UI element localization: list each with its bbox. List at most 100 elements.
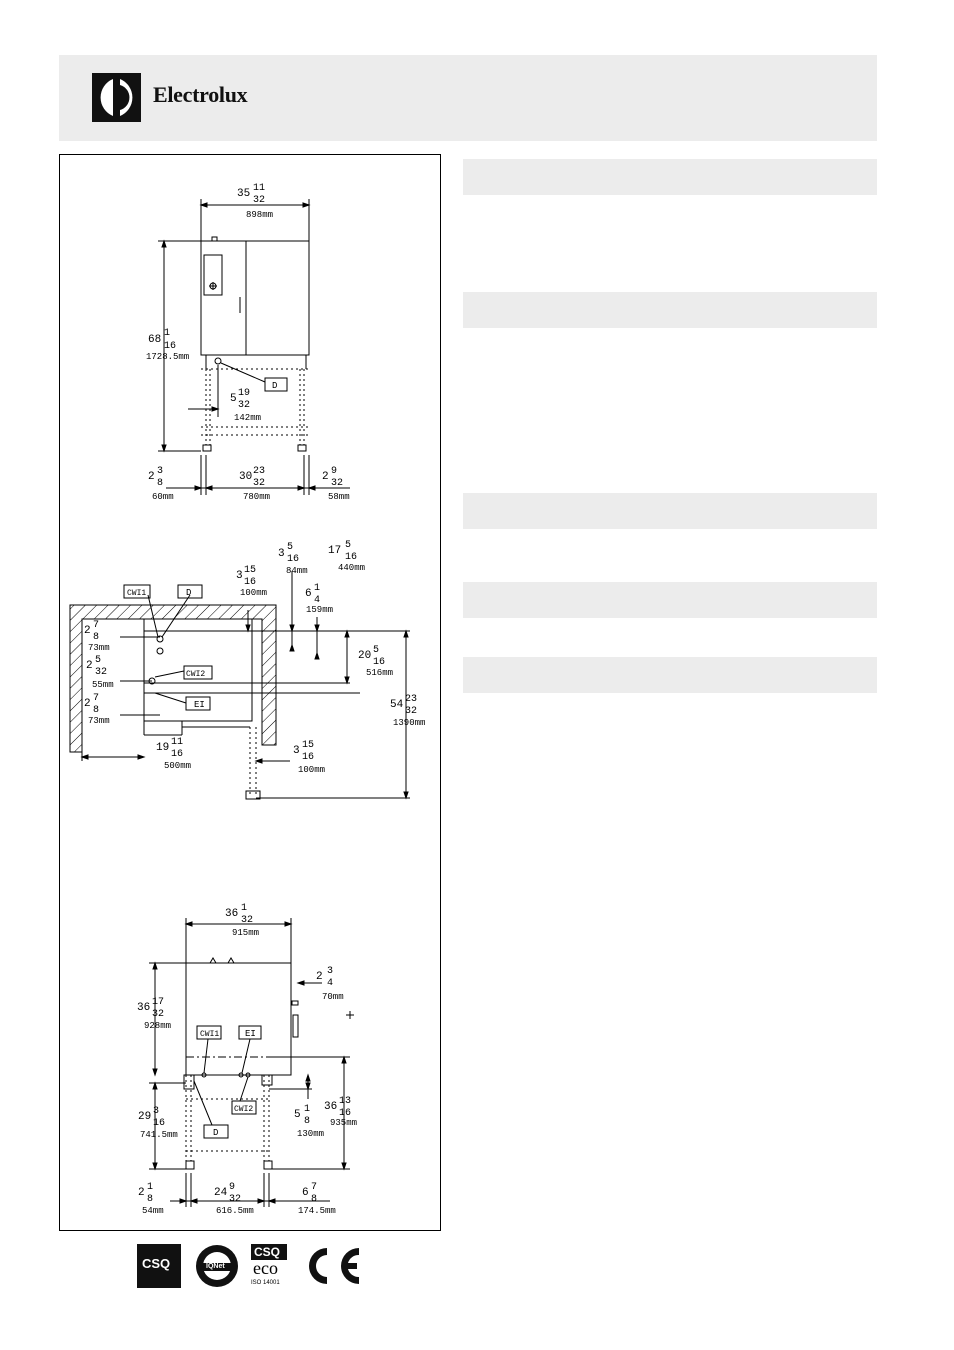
front-right-mm: 58mm: [328, 492, 350, 502]
svg-text:9: 9: [331, 466, 337, 477]
svg-text:16: 16: [339, 1108, 351, 1119]
svg-text:36: 36: [137, 1002, 150, 1014]
svg-text:2: 2: [86, 660, 93, 672]
iqnet-logo-icon: IQNet: [195, 1244, 239, 1288]
svg-text:32: 32: [152, 1009, 164, 1020]
svg-text:32: 32: [405, 706, 417, 717]
svg-text:3: 3: [153, 1106, 159, 1117]
svg-text:54: 54: [390, 699, 404, 711]
section-bar-1: [463, 159, 877, 195]
svg-text:8: 8: [304, 1116, 310, 1127]
svg-text:4: 4: [327, 978, 333, 989]
svg-text:32: 32: [331, 478, 343, 489]
svg-text:3: 3: [236, 570, 243, 582]
svg-text:8: 8: [311, 1194, 317, 1205]
side-conn-mm: 130mm: [297, 1129, 324, 1139]
svg-text:16: 16: [345, 552, 357, 563]
svg-text:9: 9: [229, 1182, 235, 1193]
svg-text:16: 16: [164, 341, 176, 352]
plan-h-mm: 516mm: [366, 668, 393, 678]
plan-view-labels: 3 5 16 84mm 17 5 16 440mm 3 15 16 100mm …: [84, 540, 425, 775]
svg-text:24: 24: [214, 1187, 228, 1199]
svg-text:32: 32: [253, 478, 265, 489]
svg-text:15: 15: [244, 565, 256, 576]
svg-text:20: 20: [358, 650, 371, 662]
front-view: [158, 199, 350, 495]
label-ei-side: EI: [245, 1029, 256, 1039]
section-bar-5: [463, 657, 877, 693]
label-d-plan: D: [186, 588, 191, 598]
svg-text:32: 32: [253, 195, 265, 206]
svg-text:13: 13: [339, 1096, 351, 1107]
section-bar-2: [463, 292, 877, 328]
svg-text:5: 5: [287, 542, 293, 553]
plan-j-mm: 500mm: [164, 761, 191, 771]
svg-text:3: 3: [278, 548, 285, 560]
front-width-mm: 898mm: [246, 210, 273, 220]
svg-text:29: 29: [138, 1111, 151, 1123]
svg-text:1: 1: [147, 1182, 153, 1193]
front-width-in: 35: [237, 188, 250, 200]
svg-text:16: 16: [302, 752, 314, 763]
svg-text:3: 3: [327, 966, 333, 977]
label-cwi2: CWI2: [186, 670, 205, 679]
electrolux-logo-icon: [92, 73, 141, 122]
csq-eco-logo-icon: CSQ eco ISO 14001: [251, 1244, 289, 1288]
svg-text:17: 17: [152, 997, 164, 1008]
svg-text:8: 8: [93, 705, 99, 716]
svg-text:16: 16: [244, 577, 256, 588]
svg-text:36: 36: [225, 908, 238, 920]
side-top-mm: 70mm: [322, 992, 344, 1002]
svg-text:5: 5: [345, 540, 351, 551]
label-d-side: D: [213, 1128, 218, 1138]
svg-text:8: 8: [147, 1194, 153, 1205]
svg-text:2: 2: [84, 625, 91, 637]
svg-text:5: 5: [95, 655, 101, 666]
svg-text:1: 1: [241, 903, 247, 914]
side-stand-mm: 935mm: [330, 1118, 357, 1128]
plan-view: [69, 571, 410, 800]
svg-text:23: 23: [253, 466, 265, 477]
plan-f-mm: 55mm: [92, 680, 114, 690]
ce-mark-icon: [301, 1244, 363, 1288]
svg-text:11: 11: [171, 737, 183, 748]
svg-text:7: 7: [311, 1182, 317, 1193]
label-ei: EI: [194, 700, 205, 710]
plan-k-mm: 100mm: [298, 765, 325, 775]
side-r-mm: 174.5mm: [298, 1206, 336, 1216]
plan-d-mm: 159mm: [306, 605, 333, 615]
svg-text:11: 11: [253, 183, 265, 194]
svg-text:6: 6: [302, 1187, 309, 1199]
side-lower-mm: 741.5mm: [140, 1130, 178, 1140]
front-offset-mm: 142mm: [234, 413, 261, 423]
svg-text:2: 2: [316, 971, 323, 983]
svg-text:7: 7: [93, 693, 99, 704]
svg-text:32: 32: [95, 667, 107, 678]
side-width-mm: 915mm: [232, 928, 259, 938]
side-l-mm: 54mm: [142, 1206, 164, 1216]
side-view: [149, 918, 354, 1207]
svg-text:23: 23: [405, 694, 417, 705]
svg-text:16: 16: [171, 749, 183, 760]
svg-text:6: 6: [305, 588, 312, 600]
svg-text:8: 8: [157, 478, 163, 489]
svg-text:2: 2: [138, 1187, 145, 1199]
svg-text:32: 32: [238, 400, 250, 411]
csq-logo-icon: CSQ: [137, 1244, 181, 1288]
svg-text:1: 1: [314, 583, 320, 594]
svg-text:5: 5: [230, 393, 237, 405]
svg-text:1: 1: [164, 328, 170, 339]
section-bar-3: [463, 493, 877, 529]
header-bar: Electrolux: [59, 55, 877, 141]
label-cwi1: CWI1: [127, 589, 146, 598]
svg-text:5: 5: [373, 645, 379, 656]
front-mid-mm: 780mm: [243, 492, 270, 502]
svg-text:19: 19: [238, 388, 250, 399]
front-height-in: 68: [148, 334, 161, 346]
svg-text:2: 2: [84, 698, 91, 710]
svg-text:17: 17: [328, 545, 341, 557]
svg-text:30: 30: [239, 471, 252, 483]
plan-g-mm: 73mm: [88, 716, 110, 726]
svg-text:3: 3: [157, 466, 163, 477]
side-m-mm: 616.5mm: [216, 1206, 254, 1216]
